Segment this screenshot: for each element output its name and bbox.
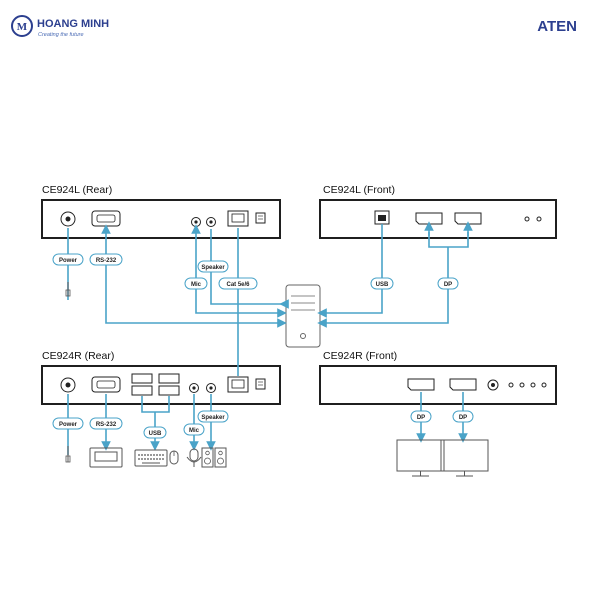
l-rear-switch: [255, 212, 266, 224]
svg-text:Speaker: Speaker: [201, 265, 225, 271]
power-plug-icon-r: [65, 446, 71, 463]
svg-text:DP: DP: [444, 282, 452, 288]
svg-text:Speaker: Speaker: [201, 415, 225, 421]
l-rear-rj45-port: [227, 210, 249, 227]
r-rear-speaker-port: [206, 383, 216, 393]
tag-l-speaker: Speaker: [197, 260, 229, 273]
r-front-led-2: [519, 382, 525, 388]
svg-text:DP: DP: [417, 415, 425, 421]
l-rear-speaker-port: [206, 217, 216, 227]
r-front-led-1: [508, 382, 514, 388]
tag-l-power: Power: [52, 253, 84, 266]
keyboard-icon: [134, 449, 168, 467]
svg-text:USB: USB: [376, 282, 389, 288]
svg-text:USB: USB: [149, 431, 162, 437]
l-rear-power-port: [60, 211, 76, 227]
title-ce924l-front: CE924L (Front): [323, 184, 395, 196]
panel-ce924r-front: [319, 365, 557, 405]
tag-l-cat: Cat 5e/6: [218, 277, 258, 290]
tag-l-usb: USB: [370, 277, 394, 290]
l-front-wires: [317, 221, 473, 328]
tag-r-mic: Mic: [183, 423, 205, 436]
svg-text:RS-232: RS-232: [96, 258, 117, 264]
hoang-minh-logo: M HOANG MINH Creating the future: [11, 15, 109, 38]
svg-text:Power: Power: [59, 422, 78, 428]
r-front-led-4: [541, 382, 547, 388]
svg-text:Mic: Mic: [191, 282, 202, 288]
l-front-led-2: [536, 216, 542, 222]
monitor-icon-2: [440, 439, 489, 477]
brand-tagline: Creating the future: [38, 32, 84, 38]
tag-l-rs232: RS-232: [89, 253, 123, 266]
tag-r-dp1: DP: [410, 410, 432, 423]
tag-l-mic: Mic: [184, 277, 208, 290]
computer-icon: [285, 284, 321, 348]
tag-r-power: Power: [52, 417, 84, 430]
svg-text:Power: Power: [59, 258, 78, 264]
r-rear-switch: [255, 378, 266, 390]
l-front-dp-port-2: [454, 212, 482, 225]
microphone-icon: [186, 448, 202, 467]
svg-text:M: M: [17, 21, 28, 33]
tag-l-dp: DP: [437, 277, 459, 290]
r-front-audio-jack: [487, 379, 499, 391]
l-front-led-1: [524, 216, 530, 222]
r-rear-mic-port: [189, 383, 199, 393]
title-ce924r-rear: CE924R (Rear): [42, 350, 114, 362]
r-rear-rs232-port: [91, 376, 121, 393]
tag-r-rs232: RS-232: [89, 417, 123, 430]
r-rear-rj45-port: [227, 376, 249, 393]
monitor-icon-1: [396, 439, 445, 477]
l-rear-mic-port: [191, 217, 201, 227]
tag-r-usb: USB: [143, 426, 167, 439]
tag-r-dp2: DP: [452, 410, 474, 423]
r-rear-usb-ports: [131, 373, 180, 396]
svg-text:Mic: Mic: [189, 428, 200, 434]
r-front-led-3: [530, 382, 536, 388]
r-front-dp-port-2: [449, 378, 477, 391]
l-rear-wires: [67, 224, 289, 376]
speakers-icon: [201, 447, 227, 468]
power-plug-icon-l: [65, 282, 71, 297]
serial-device-icon: [89, 447, 123, 468]
title-ce924l-rear: CE924L (Rear): [42, 184, 112, 196]
r-front-dp-port-1: [407, 378, 435, 391]
tag-r-speaker: Speaker: [197, 410, 229, 423]
aten-logo: ATEN: [537, 18, 577, 35]
l-front-usb-b-port: [374, 210, 390, 225]
r-rear-power-port: [60, 377, 76, 393]
mouse-icon: [169, 450, 179, 465]
l-front-dp-port-1: [415, 212, 443, 225]
svg-text:DP: DP: [459, 415, 467, 421]
l-rear-rs232-port: [91, 210, 121, 227]
title-ce924r-front: CE924R (Front): [323, 350, 397, 362]
brand-name: HOANG MINH: [37, 18, 109, 30]
svg-text:Cat 5e/6: Cat 5e/6: [226, 282, 250, 288]
svg-text:RS-232: RS-232: [96, 422, 117, 428]
